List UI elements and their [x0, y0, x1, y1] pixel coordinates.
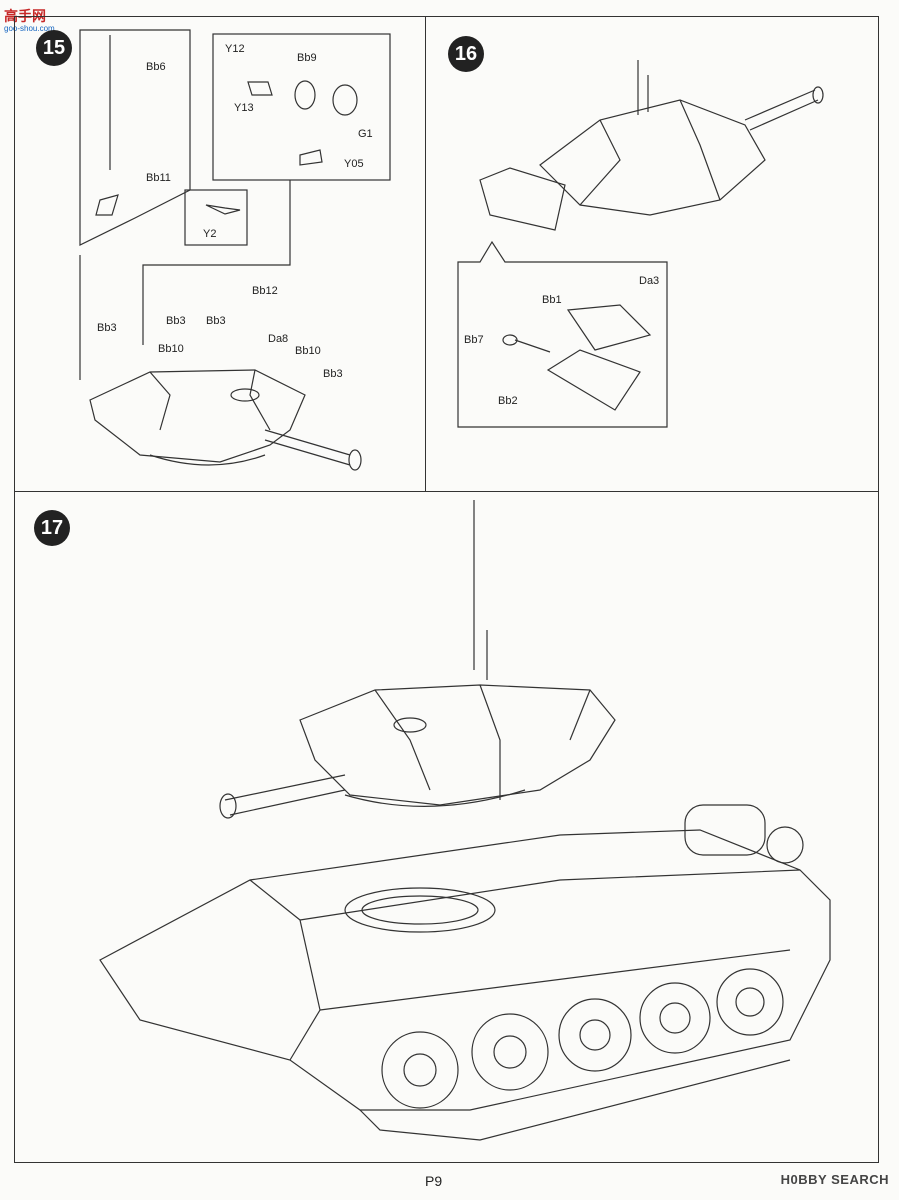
bin-16	[479, 167, 566, 231]
callout-da3: Da3	[639, 275, 660, 287]
site-url: goo-shou.com	[4, 24, 55, 33]
callout-y2: Y2	[203, 228, 217, 240]
callout-bb3-mid: Bb3	[166, 315, 186, 327]
hull-17	[99, 829, 831, 1111]
callout-bb12: Bb12	[252, 285, 278, 297]
vision-block-subframe	[212, 33, 391, 181]
callout-bb3-center: Bb3	[206, 315, 226, 327]
callout-bb9: Bb9	[297, 52, 317, 64]
bin-subframe	[457, 240, 668, 428]
callout-y13: Y13	[234, 102, 254, 114]
callout-g1: G1	[358, 128, 373, 140]
y2-subframe	[184, 189, 248, 246]
callout-bb2: Bb2	[498, 395, 518, 407]
callout-da8: Da8	[268, 333, 289, 345]
callout-y12: Y12	[225, 43, 245, 55]
brand-logo: H0BBY SEARCH	[780, 1172, 889, 1187]
callout-bb10-right: Bb10	[295, 345, 321, 357]
callout-bb11: Bb11	[146, 172, 171, 184]
callout-bb1: Bb1	[542, 294, 562, 306]
callout-bb7: Bb7	[464, 334, 484, 346]
callout-y05: Y05	[344, 158, 364, 170]
turret-17	[299, 684, 616, 806]
callout-bb6: Bb6	[146, 61, 166, 73]
callout-bb3-right: Bb3	[323, 368, 343, 380]
turret-16	[539, 99, 766, 216]
step-17-panel	[14, 491, 879, 1163]
callout-bb3-left: Bb3	[97, 322, 117, 334]
step-15-number: 15	[36, 30, 72, 66]
antenna-subframe	[79, 29, 191, 246]
turret-15	[89, 369, 306, 463]
page-number: P9	[425, 1173, 443, 1189]
step-16-number: 16	[448, 36, 484, 72]
step-17-number: 17	[34, 510, 70, 546]
callout-bb10-left: Bb10	[158, 343, 184, 355]
